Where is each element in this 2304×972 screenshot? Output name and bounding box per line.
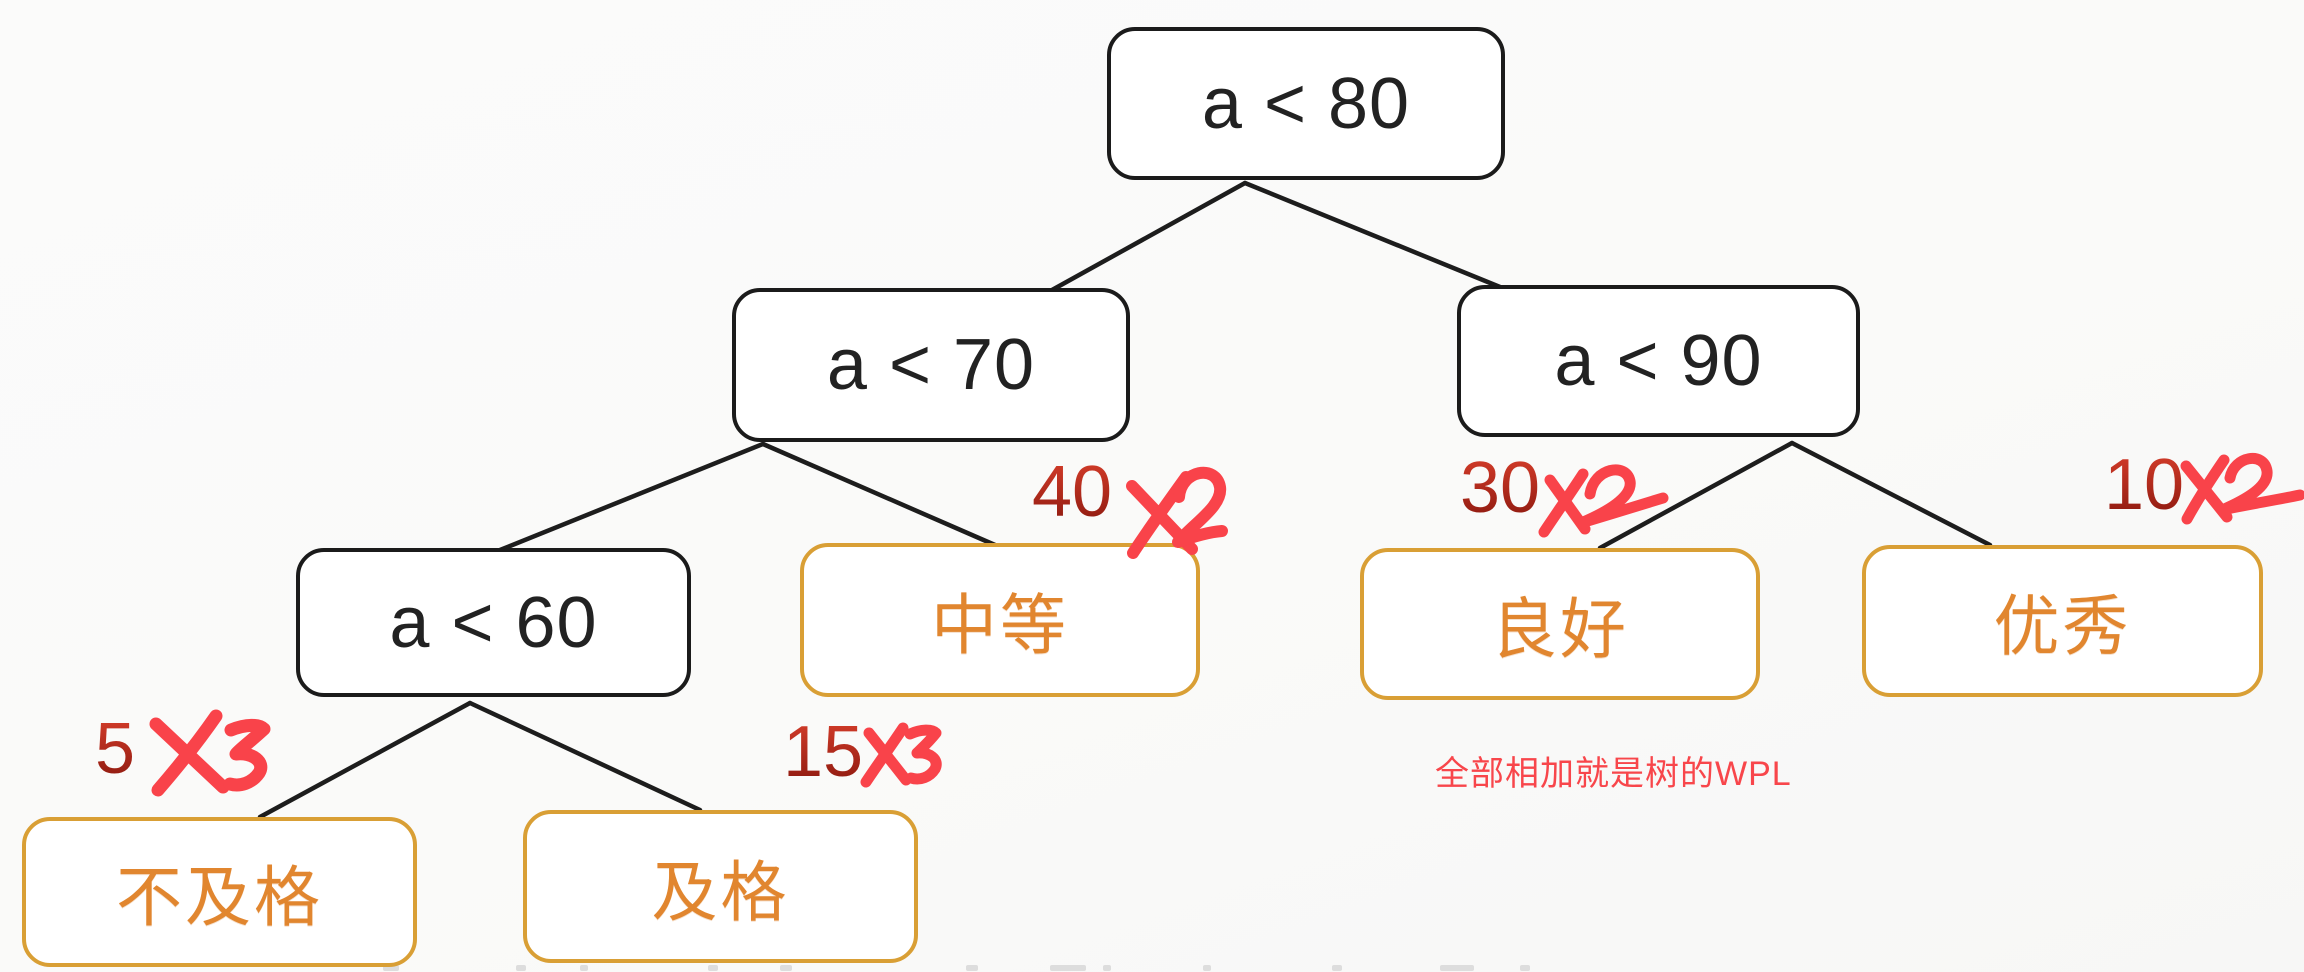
leaf-good-label: 良好 <box>1491 592 1629 666</box>
leaf-pass-label: 及格 <box>651 854 790 929</box>
weight-medium: 40 <box>1032 452 1113 532</box>
edge-a60-left <box>257 700 473 820</box>
node-a-lt-90-label: a < 90 <box>1554 321 1763 401</box>
weight-fail: 5 <box>95 709 136 789</box>
node-a-lt-60-label: a < 60 <box>389 582 598 663</box>
node-a-lt-70-label: a < 70 <box>826 325 1036 405</box>
leaf-fail-label: 不及格 <box>116 860 323 934</box>
edge-a70-right <box>760 441 998 548</box>
edge-root-right <box>1242 180 1503 290</box>
node-a-lt-90: a < 90 <box>1457 285 1860 437</box>
wpl-note: 全部相加就是树的WPL <box>1435 755 1792 793</box>
weight-good: 30 <box>1460 448 1541 528</box>
leaf-pass: 及格 <box>523 810 918 963</box>
weight-pass: 15 <box>783 712 864 792</box>
handwritten-x3-fail <box>149 709 271 797</box>
handwritten-x2-excellent <box>2180 452 2304 525</box>
edge-a90-right <box>1789 440 1993 548</box>
handwritten-x2-good <box>1538 464 1669 538</box>
leaf-excellent: 优秀 <box>1862 545 2263 697</box>
leaf-good: 良好 <box>1360 548 1760 700</box>
node-a-lt-60: a < 60 <box>296 548 691 697</box>
leaf-fail: 不及格 <box>22 817 417 967</box>
leaf-medium: 中等 <box>800 543 1200 697</box>
handwritten-x2-medium <box>1126 466 1228 559</box>
node-a-lt-80-label: a < 80 <box>1201 63 1411 144</box>
leaf-excellent-label: 优秀 <box>1993 589 2132 663</box>
node-a-lt-80: a < 80 <box>1107 27 1505 180</box>
handwritten-x3-pass <box>860 722 942 788</box>
leaf-medium-label: 中等 <box>931 588 1069 662</box>
edge-root-left <box>1049 180 1248 293</box>
edge-a60-right <box>467 700 703 813</box>
edge-a90-left <box>1597 440 1795 551</box>
edge-a70-left <box>497 441 766 553</box>
weight-excellent: 10 <box>2104 445 2185 525</box>
node-a-lt-70: a < 70 <box>732 288 1130 442</box>
